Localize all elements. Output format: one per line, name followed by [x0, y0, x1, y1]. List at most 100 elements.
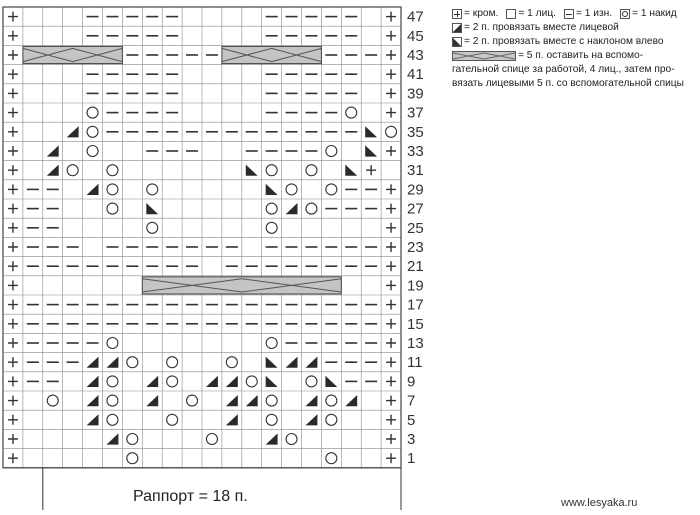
yarn-over-mark	[106, 164, 119, 177]
yarn-over-mark	[265, 394, 278, 407]
yarn-over-mark	[325, 394, 338, 407]
k2tog-left-mark	[265, 183, 278, 195]
yarn-over-mark	[285, 183, 298, 196]
k2tog-left-mark	[146, 203, 159, 215]
k2tog-left-mark	[245, 164, 258, 176]
row-number: 15	[407, 316, 424, 333]
yarn-over-mark	[345, 106, 358, 119]
edge-stitch-mark	[386, 338, 397, 348]
yarn-over-mark	[166, 356, 179, 369]
yarn-over-mark	[186, 394, 199, 407]
row-number: 13	[407, 335, 424, 352]
k2tog-mark	[46, 164, 59, 176]
yarn-over-mark	[205, 432, 218, 446]
row-number: 31	[407, 162, 424, 179]
k2tog-mark	[305, 395, 318, 407]
edge-stitch-mark	[7, 299, 18, 310]
k2tog-mark	[225, 414, 238, 426]
edge-stitch-mark	[7, 107, 18, 118]
k2tog-mark	[305, 414, 318, 426]
legend-line-basic: = кром. = 1 лиц. = 1 изн. = 1 накид	[452, 7, 698, 21]
edge-stitch-mark	[386, 280, 397, 291]
k2tog-mark	[345, 395, 358, 407]
k2tog-left-mark	[365, 126, 378, 138]
edge-stitch-mark	[7, 50, 18, 60]
row-number: 9	[407, 373, 415, 390]
edge-stitch-mark	[386, 203, 397, 214]
k2tog-left-mark	[265, 375, 278, 387]
yarn-over-mark	[106, 413, 119, 426]
edge-stitch-mark	[386, 434, 397, 444]
edge-stitch-mark	[386, 30, 397, 41]
yarn-over-mark	[225, 356, 238, 369]
k2tog-left-mark	[365, 145, 378, 157]
edge-stitch-mark	[386, 69, 397, 80]
k2tog-mark	[86, 356, 99, 368]
k2tog-mark	[86, 183, 99, 195]
edge-stitch-mark	[7, 376, 18, 387]
k2tog-icon	[452, 23, 462, 33]
legend-cable-text-2: гательной спице за работой, 4 лиц., зате…	[452, 64, 675, 75]
edge-stitch-mark	[7, 11, 18, 22]
k2tog-mark	[206, 375, 218, 387]
legend-knit-text: = 1 лиц.	[518, 8, 556, 19]
edge-stitch-mark	[386, 11, 397, 22]
yarn-over-mark	[265, 413, 278, 426]
legend-k2tog-text: = 2 п. провязать вместе лицевой	[464, 22, 619, 33]
k2tog-mark	[285, 203, 298, 215]
k2tog-left-mark	[345, 164, 358, 176]
edge-stitch-mark	[386, 184, 397, 195]
yarn-over-mark	[265, 164, 278, 177]
k2tog-left-icon	[452, 37, 462, 47]
row-number: 35	[407, 124, 424, 141]
legend-line-cable-3: вязать лицевыми 5 п. со вспомогательной …	[452, 77, 698, 91]
edge-stitch-mark	[386, 357, 397, 368]
yarn-over-mark	[106, 202, 119, 215]
k2tog-mark	[106, 356, 119, 368]
edge-stitch-mark	[7, 30, 18, 41]
yarn-over-mark	[265, 202, 278, 215]
edge-stitch-mark	[366, 165, 377, 176]
yarn-over-mark	[325, 183, 338, 196]
row-number: 1	[407, 450, 415, 467]
edge-stitch-mark	[386, 395, 397, 406]
k2tog-mark	[146, 375, 159, 387]
cable-block	[22, 45, 123, 65]
edge-stitch-mark	[386, 414, 397, 425]
row-number: 21	[407, 258, 424, 275]
purl-stitch-icon	[563, 9, 574, 19]
edge-stitch-mark	[7, 222, 18, 233]
yarn-over-mark	[66, 164, 79, 177]
yarn-over-mark	[126, 452, 139, 465]
yarn-over-mark	[106, 375, 119, 388]
yarn-over-mark	[166, 413, 179, 426]
edge-stitch-icon	[452, 9, 462, 19]
yarn-over-mark	[305, 164, 318, 177]
k2tog-mark	[265, 433, 278, 445]
yarn-over-mark	[325, 452, 338, 465]
yarn-over-mark	[106, 394, 119, 407]
yarn-over-mark	[166, 375, 179, 388]
edge-stitch-mark	[386, 242, 397, 252]
site-url: www.lesyaka.ru	[561, 497, 638, 509]
row-number: 11	[407, 354, 423, 371]
yarn-over-mark	[126, 356, 139, 369]
k2tog-mark	[106, 433, 119, 445]
legend-line-k2tog-left: = 2 п. провязать вместе с наклоном влево	[452, 35, 698, 49]
yarn-over-mark	[146, 183, 159, 196]
edge-stitch-mark	[7, 318, 18, 329]
k2tog-mark	[285, 356, 298, 368]
row-number: 39	[407, 85, 424, 102]
k2tog-mark	[86, 414, 99, 426]
yarn-over-mark	[245, 375, 258, 388]
legend-line-cable-2: гательной спице за работой, 4 лиц., зате…	[452, 63, 698, 77]
yarn-over-mark	[146, 221, 159, 234]
edge-stitch-mark	[7, 261, 18, 272]
yarn-over-mark	[285, 432, 298, 446]
edge-stitch-mark	[7, 184, 18, 195]
legend-line-k2tog: = 2 п. провязать вместе лицевой	[452, 21, 698, 35]
yarn-over-mark	[86, 106, 99, 119]
edge-stitch-mark	[7, 126, 18, 137]
cable-cross-lines	[221, 47, 322, 63]
